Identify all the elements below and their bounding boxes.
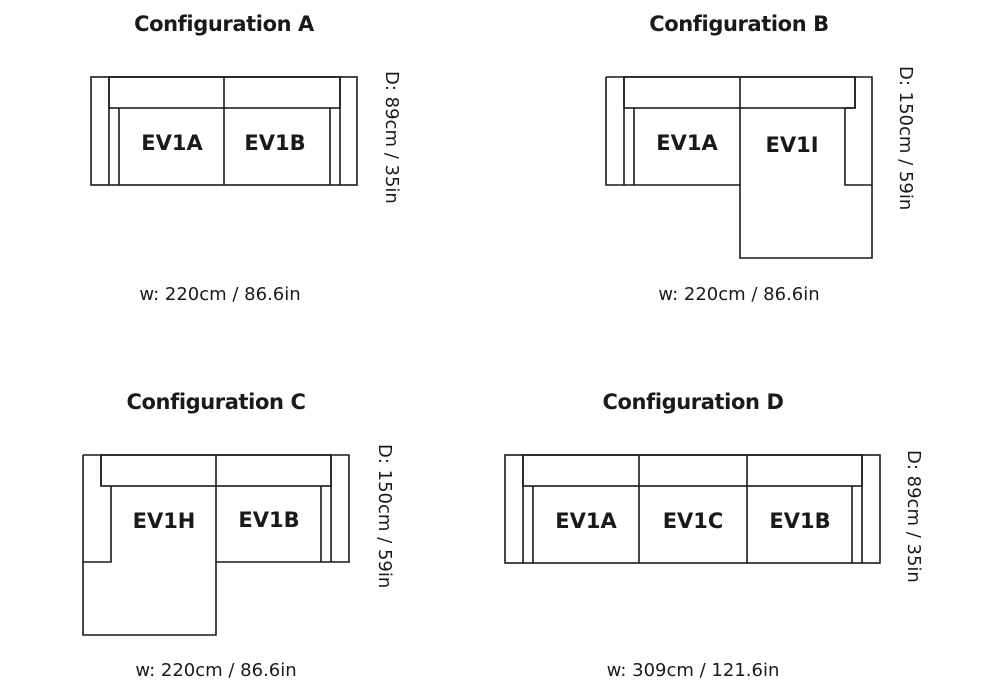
config-d-title: Configuration D [602, 390, 784, 414]
config-b-outline [605, 76, 873, 259]
config-c-plan: EV1H EV1B [82, 454, 350, 636]
config-d-backrest [522, 454, 863, 487]
module-label: EV1A [141, 131, 203, 155]
module-label: EV1B [244, 131, 305, 155]
config-a-plan: EV1A EV1B [90, 76, 358, 186]
module-label: EV1A [555, 509, 617, 533]
config-c-width: w: 220cm / 86.6in [135, 660, 297, 681]
config-b-width: w: 220cm / 86.6in [658, 284, 820, 305]
config-c-title: Configuration C [126, 390, 306, 414]
module-label: EV1H [133, 509, 196, 533]
config-b-title: Configuration B [649, 12, 829, 36]
config-a-title: Configuration A [134, 12, 314, 36]
module-label: EV1B [238, 508, 299, 532]
module-label: EV1I [765, 133, 818, 157]
module-label: EV1B [769, 509, 830, 533]
config-d-plan: EV1A EV1C EV1B [504, 454, 881, 564]
config-b-plan: EV1A EV1I [605, 76, 873, 259]
config-a-width: w: 220cm / 86.6in [139, 284, 301, 305]
module-label: EV1C [663, 509, 724, 533]
config-d-width: w: 309cm / 121.6in [606, 660, 780, 681]
module-label: EV1A [656, 131, 718, 155]
